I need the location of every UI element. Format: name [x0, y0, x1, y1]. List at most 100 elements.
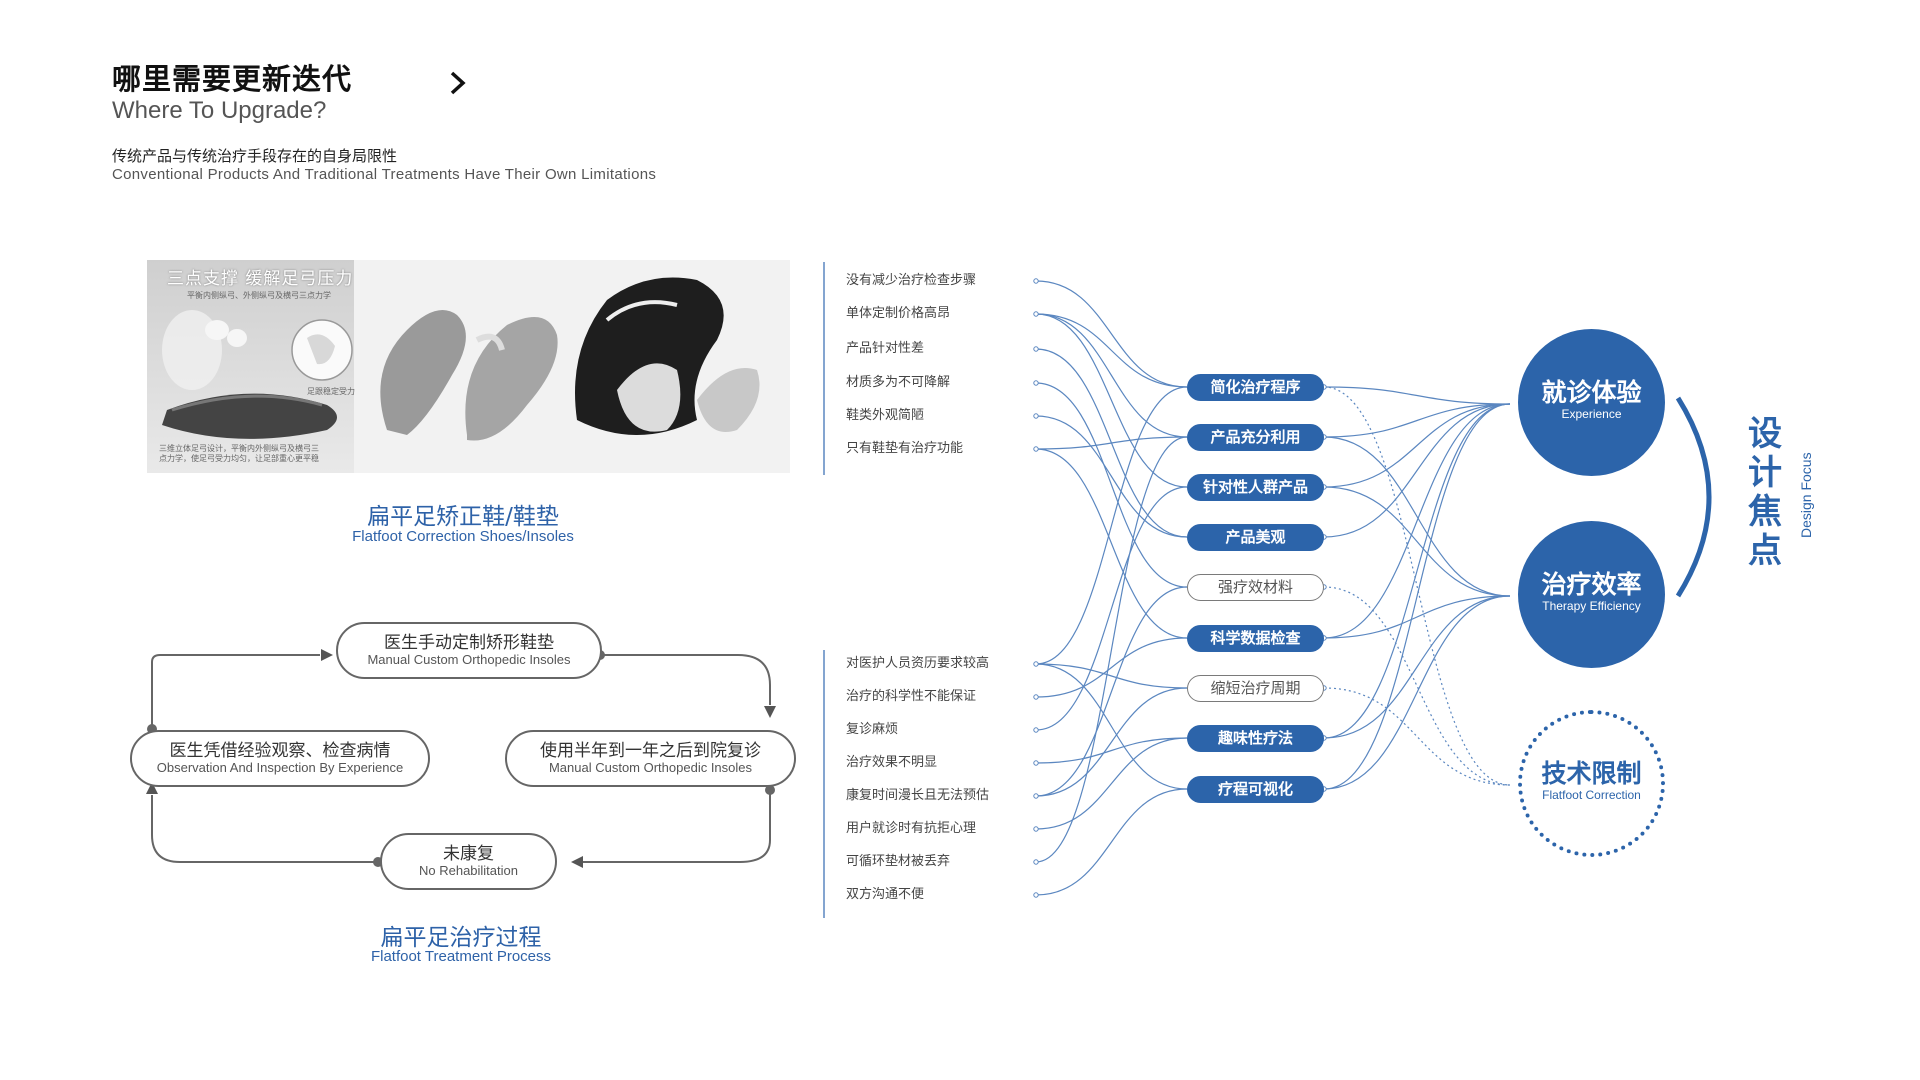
solution-tag: 缩短治疗周期 [1187, 675, 1324, 702]
step-label: 使用半年到一年之后到院复诊 [540, 741, 761, 761]
connector-dot [1033, 446, 1039, 452]
design-focus-title: 设计焦点 [1748, 414, 1782, 571]
problem-tag-link [1035, 637, 1188, 698]
focus-circle-experience: 就诊体验 Experience [1518, 329, 1665, 476]
solution-tag: 简化治疗程序 [1187, 374, 1324, 401]
process-step-observation: 医生凭借经验观察、检查病情 Observation And Inspection… [130, 730, 430, 787]
section-title-english: Flatfoot Correction Shoes/Insoles [352, 528, 574, 545]
problem-tag-link [1035, 486, 1188, 731]
problem-tag-link [1035, 586, 1188, 797]
section-title: 扁平足治疗过程 [380, 925, 542, 951]
focus-bracket [1675, 396, 1712, 598]
problem-tag-link [1035, 788, 1188, 896]
connector-dot [1033, 727, 1039, 733]
process-step-no-rehab: 未康复 No Rehabilitation [380, 833, 557, 890]
connector-dot [1033, 413, 1039, 419]
focus-circle-tech-limit: 技术限制 Flatfoot Correction [1518, 710, 1665, 857]
problem-item: 用户就诊时有抗拒心理 [846, 821, 977, 836]
circle-label-english: Experience [1561, 407, 1622, 421]
tag-focus-link [1323, 403, 1511, 639]
problem-tag-link [1035, 737, 1188, 764]
circle-label: 治疗效率 [1541, 570, 1642, 599]
design-focus-english: Design Focus [1798, 452, 1814, 538]
step-label-english: Observation And Inspection By Experience [156, 760, 404, 775]
problem-tag-link [1035, 436, 1188, 863]
step-label: 未康复 [443, 844, 494, 864]
problem-item: 双方沟通不便 [846, 887, 925, 902]
problem-tag-link [1035, 448, 1188, 639]
problem-item: 产品针对性差 [846, 341, 925, 356]
problem-item: 只有鞋垫有治疗功能 [846, 441, 964, 456]
process-cycle-arrows [146, 649, 776, 868]
arrow-right-icon [321, 649, 333, 661]
photo-caption: 三点支撑 缓解足弓压力 [167, 269, 354, 289]
connector-dot [1033, 859, 1039, 865]
subtitle-english: Conventional Products And Traditional Tr… [112, 166, 657, 183]
circle-label: 就诊体验 [1541, 378, 1642, 407]
subtitle: 传统产品与传统治疗手段存在的自身局限性 [112, 147, 398, 165]
photo-note: 三维立体足弓设计，平衡内外侧纵弓及横弓三点力学，使足弓受力均匀，让足部重心更平稳 [159, 444, 319, 463]
connector-dot [1033, 760, 1039, 766]
connector-dot [1033, 380, 1039, 386]
solution-tag: 产品美观 [1187, 524, 1324, 551]
product-photo: 三点支撑 缓解足弓压力 平衡内侧纵弓、外侧纵弓及横弓三点力学 三维立体足弓设计，… [147, 260, 790, 473]
problem-tag-link [1035, 415, 1188, 538]
design-focus-english-text: Design Focus [1798, 452, 1814, 538]
page-title-english: Where To Upgrade? [112, 97, 327, 124]
problem-tag-link [1035, 313, 1188, 438]
connector-dot [1033, 793, 1039, 799]
tag-focus-link [1323, 595, 1511, 739]
arrow-up-icon [146, 782, 158, 794]
connector-dot [1033, 311, 1039, 317]
tag-focus-link [1323, 486, 1511, 597]
tag-focus-link [1323, 436, 1511, 597]
problem-tag-link [1035, 313, 1188, 388]
tag-focus-link [1323, 687, 1511, 786]
tag-focus-link [1323, 403, 1511, 488]
connector-dot [1033, 826, 1039, 832]
problem-item: 鞋类外观简陋 [846, 408, 925, 423]
tag-focus-link [1323, 403, 1511, 538]
connector-dot [1033, 346, 1039, 352]
step-label-english: Manual Custom Orthopedic Insoles [367, 652, 571, 667]
product-illustration [147, 260, 790, 473]
focus-circle-therapy: 治疗效率 Therapy Efficiency [1518, 521, 1665, 668]
circle-label: 技术限制 [1541, 759, 1642, 788]
solution-tag: 趣味性疗法 [1187, 725, 1324, 752]
tag-focus-link [1323, 403, 1511, 739]
tag-focus-link [1323, 403, 1511, 438]
problem-tag-link [1035, 313, 1188, 488]
problem-tag-link [1035, 663, 1188, 790]
problem-item: 康复时间漫长且无法预估 [846, 788, 990, 803]
connector-dot [1033, 892, 1039, 898]
problem-tag-link [1035, 436, 1188, 450]
circle-label-english: Flatfoot Correction [1542, 788, 1641, 802]
step-label-english: Manual Custom Orthopedic Insoles [548, 760, 753, 775]
problem-item: 材质多为不可降解 [846, 375, 951, 390]
problem-tag-link [1035, 382, 1188, 588]
problem-item: 复诊麻烦 [846, 722, 899, 737]
step-label-english: No Rehabilitation [418, 863, 518, 878]
problem-item: 没有减少治疗检查步骤 [846, 273, 977, 288]
tag-focus-link [1323, 386, 1511, 786]
solution-tag: 科学数据检查 [1187, 625, 1324, 652]
section-title: 扁平足矫正鞋/鞋垫 [367, 504, 559, 530]
photo-note: 平衡内侧纵弓、外侧纵弓及横弓三点力学 [187, 291, 331, 300]
problem-tag-link [1035, 737, 1188, 830]
step-label: 医生手动定制矫形鞋垫 [384, 633, 554, 653]
problem-tag-link [1035, 687, 1188, 797]
tag-focus-link [1323, 595, 1511, 790]
connector-dot [1033, 661, 1039, 667]
tag-focus-link [1323, 386, 1511, 405]
connector-dot [1033, 278, 1039, 284]
problem-item: 单体定制价格高昂 [846, 306, 951, 321]
problem-tag-link [1035, 280, 1188, 388]
section-title-english: Flatfoot Treatment Process [370, 948, 552, 965]
solution-tag: 产品充分利用 [1187, 424, 1324, 451]
problem-item: 治疗的科学性不能保证 [846, 689, 977, 704]
connector-dot [1033, 694, 1039, 700]
problem-item: 治疗效果不明显 [846, 755, 938, 770]
chevron-right-icon[interactable] [448, 70, 468, 96]
page-title: 哪里需要更新迭代 [112, 62, 353, 96]
